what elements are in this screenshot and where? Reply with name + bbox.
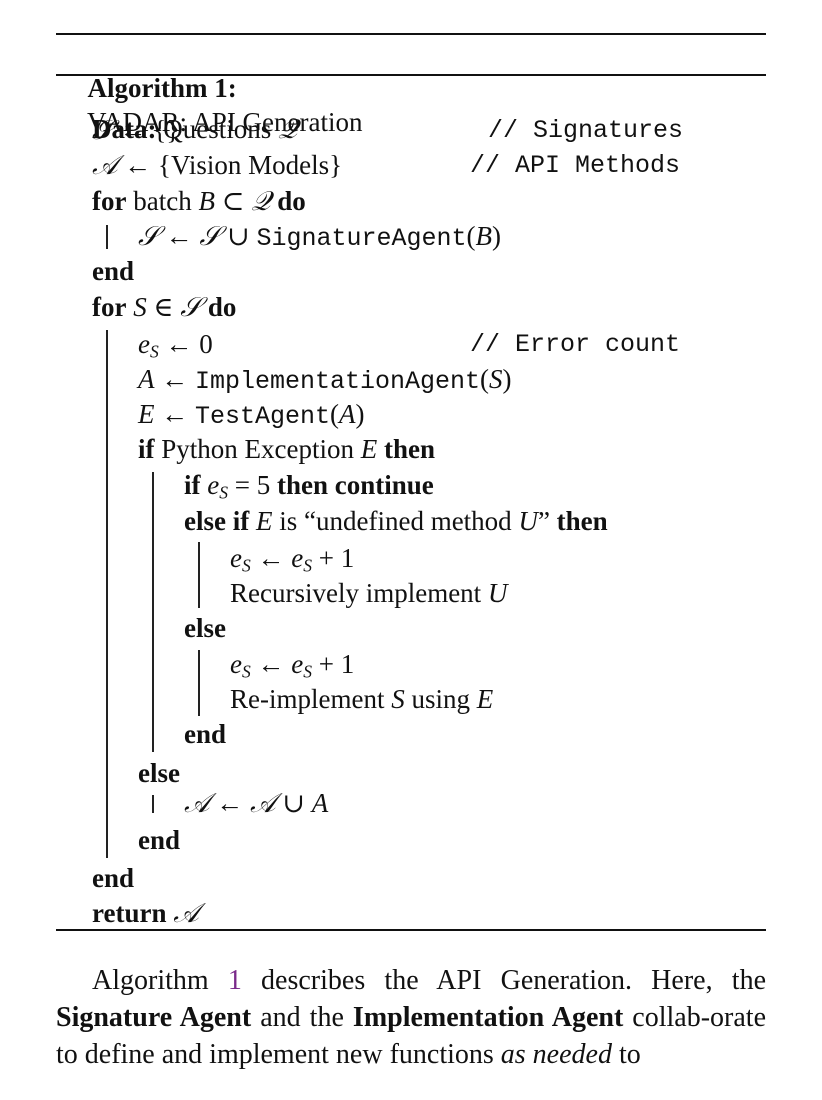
keyword-if: if bbox=[184, 470, 201, 500]
algo-line-implementation-agent: A ← ImplementationAgent(S) bbox=[138, 364, 512, 396]
algorithm-reference-link[interactable]: 1 bbox=[227, 965, 242, 996]
algo-line-reimplement: Re-implement S using E bbox=[230, 684, 494, 714]
symbol-S: 𝒮 bbox=[92, 115, 113, 146]
paragraph-text-2: describes the API Generation. Here, the bbox=[241, 965, 766, 996]
algorithm-header: Algorithm 1: VADAR: API Generation bbox=[74, 37, 363, 139]
keyword-end: end bbox=[92, 256, 135, 286]
signature-agent-call: SignatureAgent bbox=[256, 224, 467, 253]
symbol-S: 𝒮 bbox=[138, 221, 159, 252]
paragraph-text-5: to bbox=[611, 1039, 641, 1070]
block-bar-for-batch bbox=[106, 225, 108, 249]
implementation-agent-call: ImplementationAgent bbox=[195, 367, 481, 396]
algo-line-if-continue: if eS = 5 then continue bbox=[184, 470, 434, 503]
algo-line-data: Data: Questions 𝒬 bbox=[92, 78, 297, 147]
keyword-for: for bbox=[92, 186, 127, 216]
block-bar-else-outer bbox=[152, 795, 154, 813]
block-bar-if-exception bbox=[152, 472, 154, 752]
paragraph-text-4: collab-orate to define and implement new… bbox=[56, 1002, 767, 1070]
keyword-end: end bbox=[138, 825, 181, 855]
keyword-data: Data: bbox=[92, 114, 157, 144]
text-python-exception: Python Exception bbox=[161, 434, 354, 464]
keyword-else: else bbox=[184, 613, 226, 643]
symbol-A: 𝒜 bbox=[92, 150, 118, 181]
test-agent-call: TestAgent bbox=[195, 402, 331, 431]
top-rule bbox=[56, 33, 766, 35]
algo-line-end-outer: end bbox=[138, 823, 180, 857]
algo-line-else-if: else if E is “undefined method U” then bbox=[184, 506, 608, 536]
vision-models: {Vision Models} bbox=[158, 150, 343, 180]
keyword-end: end bbox=[184, 719, 227, 749]
symbol-S: 𝒮 bbox=[180, 292, 202, 323]
as-needed-emphasis: as needed bbox=[500, 1039, 612, 1070]
algo-line-test-agent: E ← TestAgent(A) bbox=[138, 399, 365, 431]
symbol-Q: 𝒬 bbox=[251, 186, 271, 217]
text-batch: batch bbox=[133, 186, 192, 216]
text-using: using bbox=[411, 684, 470, 714]
plus-one: + 1 bbox=[318, 649, 355, 679]
keyword-if: if bbox=[138, 434, 155, 464]
algo-line-else-outer: else bbox=[138, 756, 180, 790]
comment-signatures-text: // Signatures bbox=[488, 116, 684, 145]
symbol-S: 𝒮 bbox=[199, 221, 221, 252]
empty-set: {} bbox=[153, 115, 180, 145]
comment-signatures: // Signatures bbox=[488, 114, 683, 148]
algo-line-signature-agent: 𝒮 ← 𝒮 ∪ SignatureAgent(B) bbox=[138, 221, 501, 253]
keyword-then: then bbox=[383, 434, 435, 464]
algo-line-end-1: end bbox=[92, 254, 134, 288]
bottom-rule bbox=[56, 929, 766, 931]
block-bar-else-if bbox=[198, 542, 200, 608]
algo-line-end-for: end bbox=[92, 861, 134, 895]
algo-line-end-inner: end bbox=[184, 717, 226, 751]
implementation-agent-term: Implementation Agent bbox=[352, 1002, 624, 1033]
header-rule bbox=[56, 74, 766, 76]
comment-api-text: // API Methods bbox=[470, 151, 681, 180]
algo-line-for-signatures: for S ∈ 𝒮 do bbox=[92, 292, 237, 323]
keyword-else-if: else if bbox=[184, 506, 250, 536]
comment-error-text: // Error count bbox=[470, 330, 681, 359]
keyword-then: then bbox=[276, 470, 328, 500]
plus-one: + 1 bbox=[318, 543, 355, 573]
number-zero: 0 bbox=[199, 329, 213, 359]
block-bar-else-inner bbox=[198, 650, 200, 716]
keyword-else: else bbox=[138, 758, 180, 788]
keyword-for: for bbox=[92, 292, 127, 322]
algo-line-for-batch: for batch B ⊂ 𝒬 do bbox=[92, 186, 306, 217]
algo-line-increment-2: eS ← eS + 1 bbox=[230, 649, 355, 682]
algo-line-return: return 𝒜 bbox=[92, 896, 199, 931]
close-quote: ” bbox=[537, 506, 550, 536]
algo-line-api-union: 𝒜 ← 𝒜 ∪ A bbox=[184, 788, 329, 819]
text-reimplement: Re-implement bbox=[230, 684, 385, 714]
comment-api: // API Methods bbox=[470, 149, 680, 183]
algo-line-else-inner: else bbox=[184, 611, 226, 645]
symbol-A: 𝒜 bbox=[250, 788, 276, 819]
keyword-then: then bbox=[556, 506, 608, 536]
symbol-A: 𝒜 bbox=[184, 788, 210, 819]
algo-line-if-exception: if Python Exception E then bbox=[138, 434, 435, 464]
paragraph-text-3: and the bbox=[251, 1002, 353, 1033]
keyword-continue: continue bbox=[334, 470, 434, 500]
comment-error: // Error count bbox=[470, 328, 680, 362]
text-undefined-method: is “undefined method bbox=[279, 506, 512, 536]
symbol-A: 𝒜 bbox=[173, 898, 199, 929]
algorithm-title: VADAR: API Generation bbox=[87, 107, 363, 137]
signature-agent-term: Signature Agent bbox=[56, 1002, 252, 1033]
paragraph-text-1: Algorithm bbox=[92, 965, 228, 996]
algo-line-api-init: 𝒜 ← {Vision Models} bbox=[92, 150, 343, 181]
algorithm-label: Algorithm 1: bbox=[87, 73, 237, 103]
block-bar-for-signatures bbox=[106, 330, 108, 858]
algo-line-increment-1: eS ← eS + 1 bbox=[230, 543, 355, 576]
keyword-do: do bbox=[207, 292, 237, 322]
keyword-return: return bbox=[92, 898, 167, 928]
algo-line-error-init: eS ← 0 bbox=[138, 329, 213, 362]
text-recursively: Recursively implement bbox=[230, 578, 482, 608]
keyword-do: do bbox=[277, 186, 306, 216]
algo-line-signatures-init: 𝒮 ← {} bbox=[92, 115, 180, 146]
keyword-end: end bbox=[92, 863, 135, 893]
algo-line-recursive: Recursively implement U bbox=[230, 578, 508, 608]
number-five: 5 bbox=[256, 470, 271, 500]
symbol-Q: 𝒬 bbox=[277, 114, 298, 145]
text-questions: Questions bbox=[163, 114, 272, 144]
body-paragraph: Algorithm 1 describes the API Generation… bbox=[56, 962, 766, 1073]
